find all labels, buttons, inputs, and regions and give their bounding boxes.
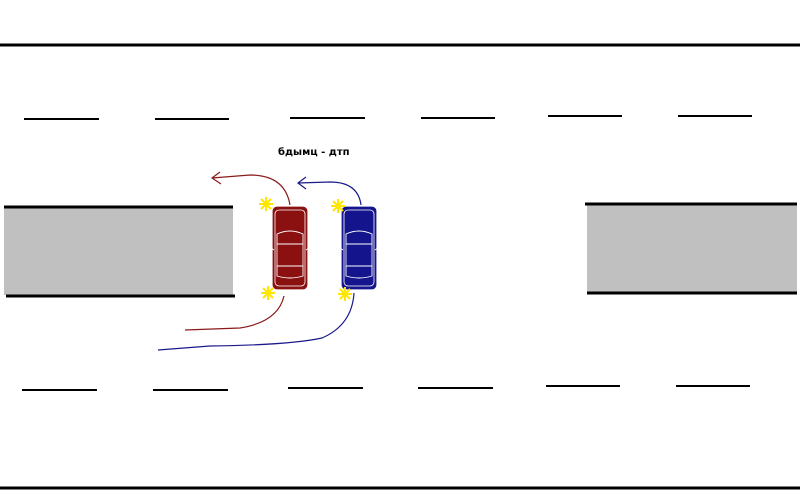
impact-star-icon xyxy=(337,286,353,302)
blue-car-icon xyxy=(339,205,379,291)
impact-star-icon xyxy=(330,198,346,214)
impact-star-icon xyxy=(258,196,274,212)
lane-dashes-bottom xyxy=(22,385,750,391)
diagram-caption: бдымц - дтп xyxy=(278,146,350,158)
red-car-icon xyxy=(270,205,310,291)
red-car-path-exit xyxy=(211,174,291,206)
blue-car-path-exit xyxy=(297,181,362,206)
arrowhead-icon xyxy=(297,176,307,190)
median-left xyxy=(4,205,235,298)
arrowhead-icon xyxy=(210,171,222,185)
impact-star-icon xyxy=(260,285,276,301)
blue-car-path xyxy=(157,292,355,351)
lane-dashes-top xyxy=(24,115,752,120)
red-car-path xyxy=(184,295,285,331)
median-right xyxy=(585,202,797,295)
